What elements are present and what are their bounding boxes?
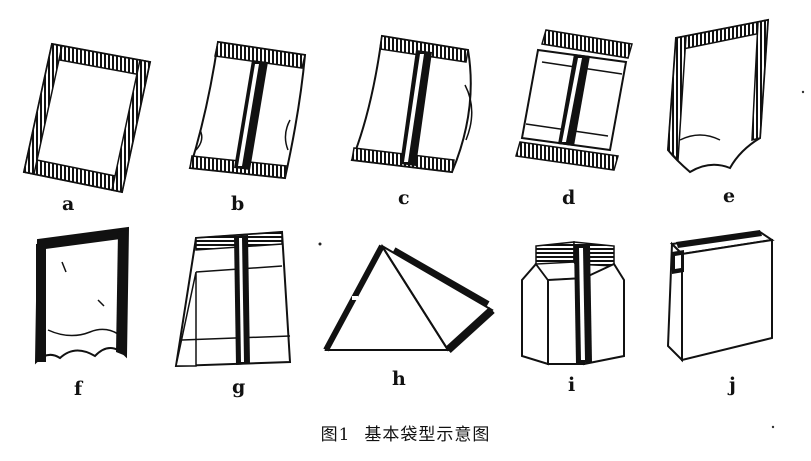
bag-e-stand-up-pouch (666, 18, 770, 174)
label-j: j (727, 374, 736, 396)
label-g: g (232, 376, 245, 398)
bag-j-box-zipper-pouch (666, 230, 775, 363)
label-c: c (398, 187, 410, 209)
label-e: e (723, 185, 735, 207)
bag-c-pillow-pouch-full (350, 34, 473, 174)
bag-d-gusset-pouch (515, 29, 633, 171)
label-d: d (562, 187, 575, 209)
label-i: i (568, 374, 575, 396)
label-b: b (231, 193, 244, 215)
figure-caption: 图1 基本袋型示意图 (0, 420, 811, 445)
caption-number: 图1 (320, 425, 351, 445)
bag-g-block-bottom (174, 230, 292, 368)
label-a: a (62, 193, 74, 215)
caption-text: 基本袋型示意图 (364, 425, 491, 445)
bag-f-stand-up-pouch-dark-seal (34, 226, 130, 365)
label-h: h (392, 368, 406, 390)
scan-specks (318, 90, 805, 429)
bag-a-flat-seal-pouch (22, 42, 152, 194)
bag-b-pillow-pouch (188, 40, 307, 180)
label-f: f (74, 378, 84, 400)
bag-i-flat-bottom-gusset (521, 241, 625, 366)
bag-h-tetra-pack (323, 244, 495, 353)
